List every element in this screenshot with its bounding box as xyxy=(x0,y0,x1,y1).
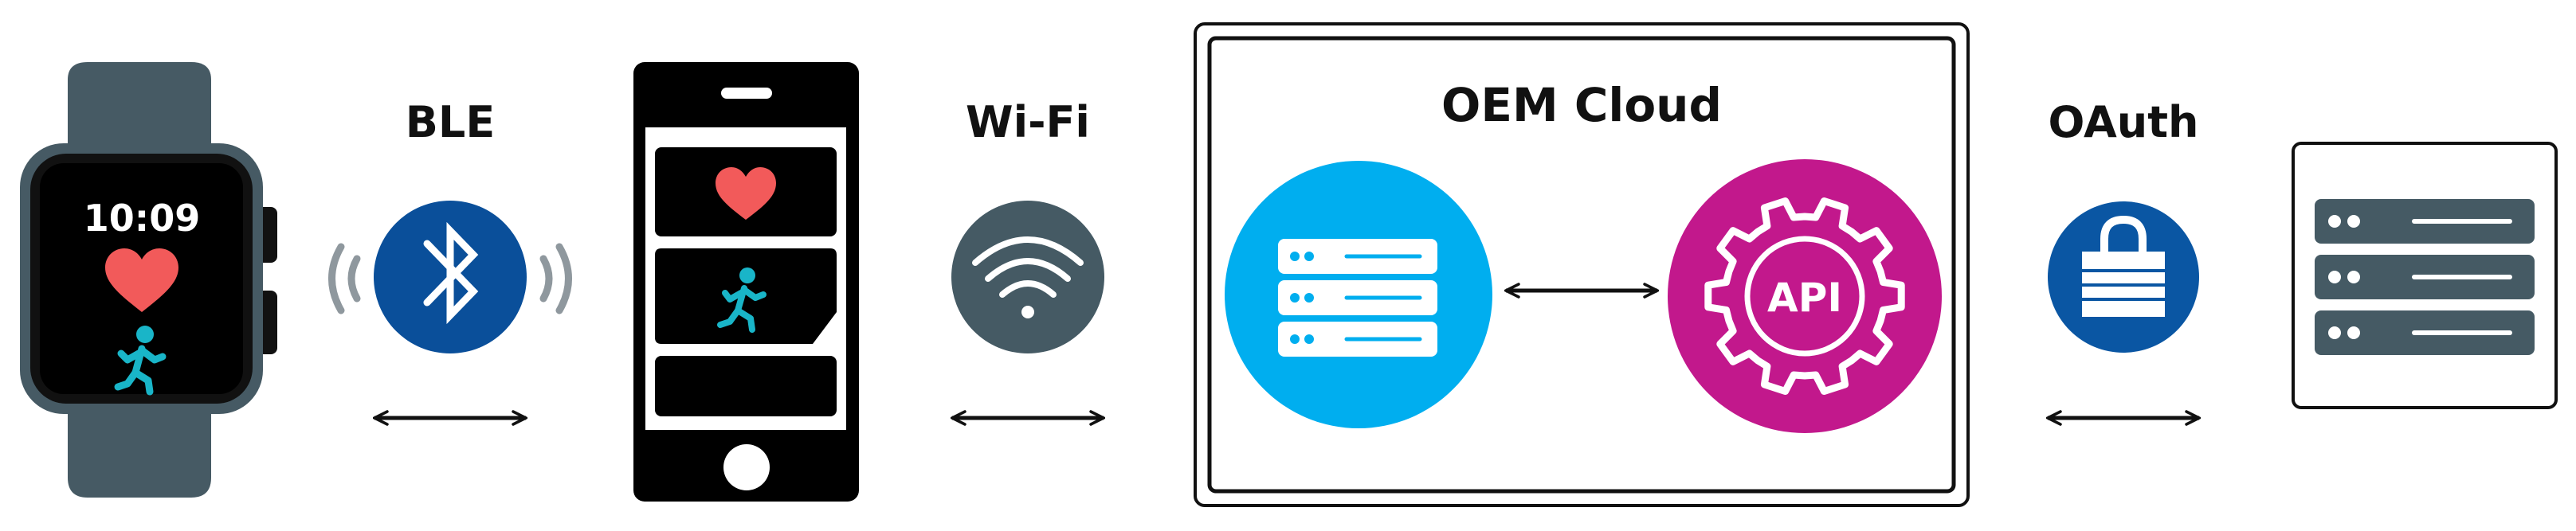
phone-home-button xyxy=(723,444,770,490)
gear-icon xyxy=(1704,197,1905,395)
wifi-circle xyxy=(951,201,1104,353)
wifi-label: Wi-Fi xyxy=(966,97,1090,147)
oauth-link: OAuth xyxy=(2048,97,2199,418)
api-inner-ring xyxy=(1744,236,1865,357)
cloud-label: OEM Cloud xyxy=(1441,78,1722,132)
smartwatch: 10:09 xyxy=(20,62,277,498)
server-icon xyxy=(2315,199,2535,355)
ble-link: BLE xyxy=(328,97,572,418)
wifi-icon xyxy=(972,236,1084,318)
ble-label: BLE xyxy=(406,97,495,147)
wifi-link: Wi-Fi xyxy=(951,97,1104,418)
runner-icon xyxy=(717,267,767,333)
phone-speaker xyxy=(721,88,772,99)
bluetooth-icon xyxy=(423,221,479,325)
ble-waves-right xyxy=(539,243,572,314)
runner-icon xyxy=(114,326,167,396)
oauth-label: OAuth xyxy=(2049,97,2199,147)
heart-icon xyxy=(716,167,776,220)
heart-icon xyxy=(105,248,178,312)
server-icon xyxy=(1278,239,1437,357)
phone-card-activity xyxy=(655,248,837,344)
external-server-box xyxy=(2292,142,2558,409)
ble-waves-left xyxy=(328,243,361,314)
lock-icon xyxy=(2082,215,2165,317)
oem-cloud-box: OEM Cloud API xyxy=(1194,22,1970,507)
watch-band-top xyxy=(68,62,211,159)
smartphone xyxy=(633,62,859,502)
gear-outline xyxy=(1704,197,1905,395)
cloud-frame-inner xyxy=(1207,36,1956,494)
phone-card-empty xyxy=(655,356,837,416)
watch-time: 10:09 xyxy=(84,197,200,240)
api-label: API xyxy=(1767,275,1842,321)
cloud-api-circle xyxy=(1668,159,1942,433)
